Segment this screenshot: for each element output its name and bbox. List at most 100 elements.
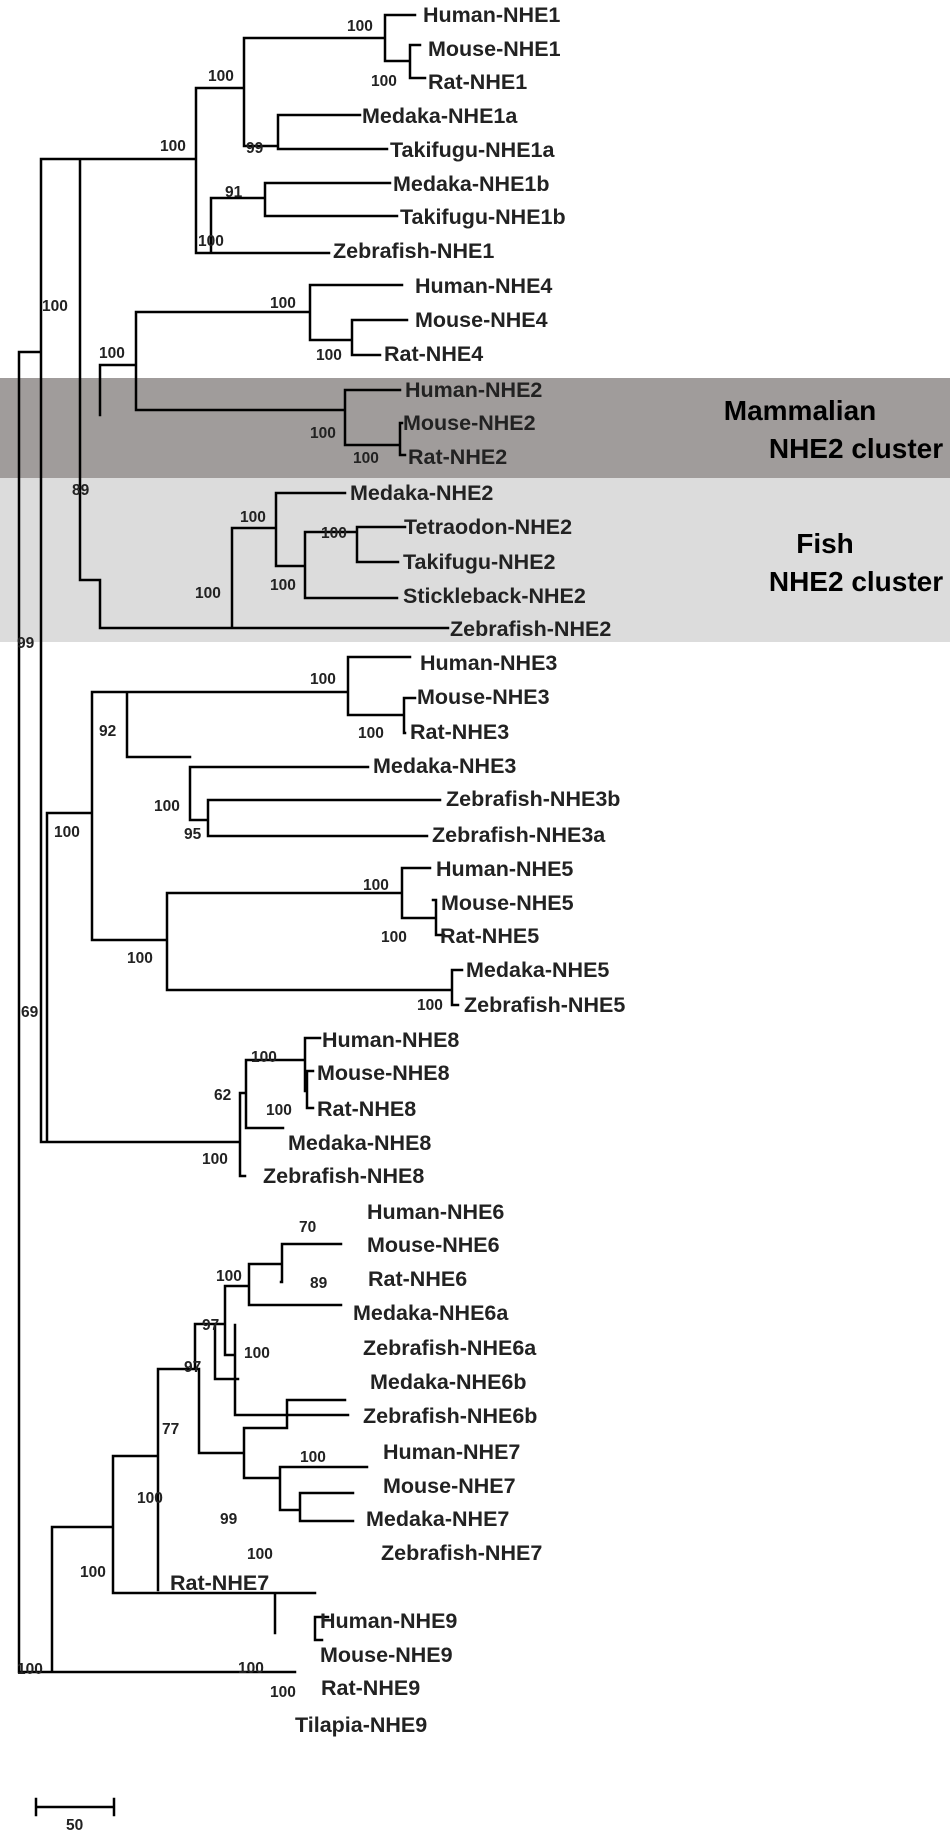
bootstrap-value: 97 xyxy=(184,1359,201,1376)
tree-branches xyxy=(17,13,464,1674)
bootstrap-value: 92 xyxy=(99,723,116,740)
bootstrap-value: 100 xyxy=(195,585,221,602)
bootstrap-value: 100 xyxy=(251,1049,277,1066)
bootstrap-value: 100 xyxy=(208,68,234,85)
leaf-label: Zebrafish-NHE3a xyxy=(432,823,606,847)
bootstrap-value: 100 xyxy=(321,525,347,542)
leaf-label: Zebrafish-NHE7 xyxy=(381,1541,542,1565)
leaf-label: Takifugu-NHE1a xyxy=(390,138,555,162)
leaf-label: Human-NHE2 xyxy=(405,378,542,402)
bootstrap-value: 100 xyxy=(371,73,397,90)
scale-bar-line xyxy=(34,1797,116,1817)
bootstrap-value: 100 xyxy=(417,997,443,1014)
bootstrap-value: 89 xyxy=(72,482,90,499)
leaf-label: Zebrafish-NHE8 xyxy=(263,1164,424,1188)
leaf-label: Mouse-NHE1 xyxy=(428,37,561,61)
bootstrap-values: 100 100 100 99 100 91 100 100 100 100 10… xyxy=(17,18,443,1677)
leaf-label: Human-NHE3 xyxy=(420,651,557,675)
fish-nhe2-cluster-band xyxy=(0,478,950,642)
bootstrap-value: 100 xyxy=(160,138,186,155)
bootstrap-value: 100 xyxy=(270,295,296,312)
leaf-label: Zebrafish-NHE3b xyxy=(446,787,620,811)
leaf-label: Mouse-NHE2 xyxy=(403,411,536,435)
bootstrap-value: 100 xyxy=(137,1490,163,1507)
bootstrap-value: 100 xyxy=(202,1151,228,1168)
bootstrap-value: 77 xyxy=(162,1421,179,1438)
bootstrap-value: 99 xyxy=(246,140,264,157)
bootstrap-value: 100 xyxy=(17,1661,43,1678)
leaf-label: Human-NHE4 xyxy=(415,274,552,298)
bootstrap-value: 100 xyxy=(353,450,379,467)
bootstrap-value: 99 xyxy=(17,635,35,652)
leaf-label: Mouse-NHE4 xyxy=(415,308,548,332)
leaf-label: Rat-NHE3 xyxy=(410,720,509,744)
bootstrap-value: 100 xyxy=(347,18,373,35)
bootstrap-value: 100 xyxy=(216,1268,242,1285)
leaf-label: Rat-NHE4 xyxy=(384,342,483,366)
leaf-labels: Human-NHE1 Mouse-NHE1 Rat-NHE1 Medaka-NH… xyxy=(170,3,625,1737)
bootstrap-value: 70 xyxy=(299,1219,316,1236)
leaf-label: Mouse-NHE6 xyxy=(367,1233,500,1257)
bootstrap-value: 100 xyxy=(238,1660,264,1677)
mammalian-cluster-title: Mammalian xyxy=(724,395,877,426)
bootstrap-value: 100 xyxy=(310,671,336,688)
bootstrap-value: 100 xyxy=(270,577,296,594)
leaf-label: Human-NHE9 xyxy=(320,1609,457,1633)
leaf-label: Tetraodon-NHE2 xyxy=(404,515,572,539)
bootstrap-value: 100 xyxy=(270,1684,296,1701)
leaf-label: Medaka-NHE1b xyxy=(393,172,550,196)
bootstrap-value: 100 xyxy=(42,298,68,315)
leaf-label: Zebrafish-NHE6b xyxy=(363,1404,537,1428)
bootstrap-value: 100 xyxy=(80,1564,106,1581)
bootstrap-value: 100 xyxy=(198,233,224,250)
bootstrap-value: 100 xyxy=(99,345,125,362)
leaf-label: Zebrafish-NHE6a xyxy=(363,1336,537,1360)
leaf-label: Zebrafish-NHE1 xyxy=(333,239,494,263)
leaf-label: Mouse-NHE3 xyxy=(417,685,550,709)
leaf-label: Medaka-NHE1a xyxy=(362,104,518,128)
leaf-label: Rat-NHE7 xyxy=(170,1571,269,1595)
leaf-label: Rat-NHE6 xyxy=(368,1267,467,1291)
leaf-label: Human-NHE5 xyxy=(436,857,573,881)
leaf-label: Medaka-NHE3 xyxy=(373,754,516,778)
leaf-label: Rat-NHE8 xyxy=(317,1097,416,1121)
bootstrap-value: 95 xyxy=(184,826,202,843)
bootstrap-value: 100 xyxy=(310,425,336,442)
leaf-label: Medaka-NHE6b xyxy=(370,1370,527,1394)
leaf-label: Medaka-NHE5 xyxy=(466,958,609,982)
bootstrap-value: 97 xyxy=(202,1317,219,1334)
bootstrap-value: 100 xyxy=(244,1345,270,1362)
bootstrap-value: 100 xyxy=(247,1546,273,1563)
leaf-label: Medaka-NHE8 xyxy=(288,1131,431,1155)
leaf-label: Human-NHE7 xyxy=(383,1440,520,1464)
fish-cluster-title: Fish xyxy=(796,528,854,559)
scale-bar-label: 50 xyxy=(66,1817,83,1830)
extra-bootstrap-values: 100 100 xyxy=(17,1661,296,1701)
bootstrap-value: 100 xyxy=(300,1449,326,1466)
leaf-label: Human-NHE1 xyxy=(423,3,560,27)
bootstrap-value: 100 xyxy=(240,509,266,526)
leaf-label: Medaka-NHE2 xyxy=(350,481,493,505)
leaf-label: Medaka-NHE6a xyxy=(353,1301,509,1325)
leaf-label: Mouse-NHE7 xyxy=(383,1474,516,1498)
leaf-label: Rat-NHE5 xyxy=(440,924,539,948)
leaf-label: Mouse-NHE8 xyxy=(317,1061,450,1085)
bootstrap-value: 100 xyxy=(266,1102,292,1119)
bootstrap-value: 100 xyxy=(358,725,384,742)
leaf-label: Tilapia-NHE9 xyxy=(295,1713,427,1737)
leaf-label: Stickleback-NHE2 xyxy=(403,584,586,608)
leaf-label: Mouse-NHE9 xyxy=(320,1643,453,1667)
bootstrap-value: 100 xyxy=(316,347,342,364)
scale-bar: 50 xyxy=(34,1797,116,1830)
leaf-label: Mouse-NHE5 xyxy=(441,891,574,915)
leaf-label: Takifugu-NHE2 xyxy=(403,550,556,574)
leaf-label: Zebrafish-NHE2 xyxy=(450,617,611,641)
bootstrap-value: 100 xyxy=(154,798,180,815)
leaf-label: Rat-NHE2 xyxy=(408,445,507,469)
leaf-label: Rat-NHE1 xyxy=(428,70,527,94)
cluster-labels: Mammalian NHE2 cluster Fish NHE2 cluster xyxy=(724,395,943,597)
bootstrap-value: 62 xyxy=(214,1087,231,1104)
bootstrap-value: 69 xyxy=(21,1004,39,1021)
leaf-label: Medaka-NHE7 xyxy=(366,1507,509,1531)
